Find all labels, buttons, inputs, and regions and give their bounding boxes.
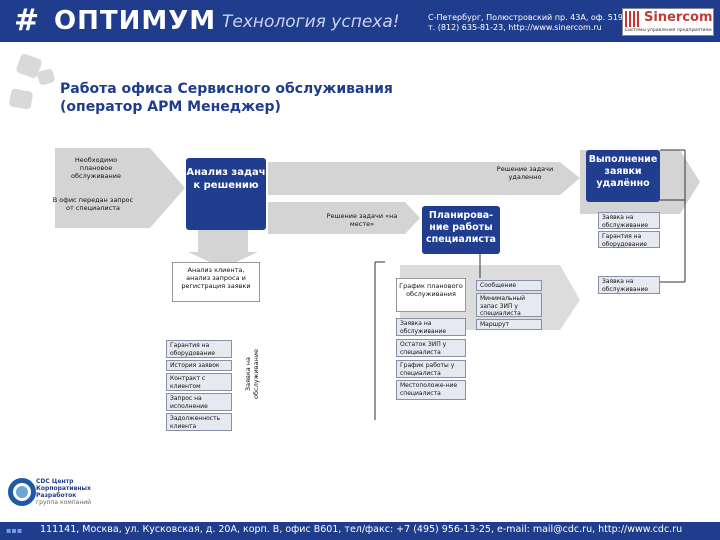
- brand-name: ОПТИМУМ: [54, 6, 217, 36]
- client-analysis-label: Анализ клиента, анализ запроса и регистр…: [181, 266, 251, 290]
- slogan: Технология успеха!: [222, 12, 400, 32]
- vertical-label-box: Заявка на обслуживание: [236, 330, 268, 410]
- down-arrow-shape: [188, 228, 258, 268]
- far-right-request-cell: Заявка на обслуживание: [598, 276, 660, 294]
- input-office-request-label: В офис передан запрос от специалиста: [52, 196, 134, 212]
- page-title: Работа офиса Сервисного обслуживания (оп…: [60, 80, 393, 116]
- partner-mark-icon: [625, 11, 641, 27]
- planning-block: Планирова-ние работы специалиста: [422, 206, 500, 254]
- planning-input-cell: График работы у специалиста: [396, 360, 466, 378]
- onsite-arrow-shape: [268, 202, 420, 234]
- remote-label: Решение задачи удаленно: [496, 165, 554, 181]
- planning-input-cell: Заявка на обслуживание: [396, 318, 466, 336]
- planning-output-cell: Сообщение: [476, 280, 542, 291]
- optimum-logo-icon: #: [14, 3, 40, 38]
- left-stack-cell: История заявок: [166, 360, 232, 371]
- result-cell-warranty: Гарантия на оборудование: [598, 231, 660, 248]
- planning-output-cell: Маршрут: [476, 319, 542, 330]
- header-bar: [0, 0, 720, 42]
- client-analysis-box: Анализ клиента, анализ запроса и регистр…: [172, 262, 260, 302]
- left-stack-cell: Запрос на исполнение: [166, 393, 232, 411]
- footer-bar: [0, 522, 720, 540]
- planning-input-cell: Остаток ЗИП у специалиста: [396, 339, 466, 357]
- planning-input-cell: Местоположе-ние специалиста: [396, 380, 466, 400]
- left-stack-cell: Задолженность клиента: [166, 413, 232, 431]
- result-cell-request: Заявка на обслуживание: [598, 212, 660, 229]
- cdc-logo-icon: [8, 478, 36, 506]
- cdc-name-text: CDC Центр Корпоративных Разработок: [36, 478, 91, 499]
- vertical-request-label: Заявка на обслуживание: [244, 349, 260, 399]
- schedule-box: График планового обслуживания: [396, 278, 466, 312]
- input-planned-label: Необходимо плановое обслуживание: [71, 156, 121, 180]
- onsite-label: Решение задачи «на месте»: [326, 212, 398, 228]
- cdc-tagline: группа компаний: [36, 499, 92, 506]
- address-line-2: т. (812) 635-81-23, http://www.sinercom.…: [428, 23, 602, 32]
- title-line-1: Работа офиса Сервисного обслуживания: [60, 81, 393, 97]
- partner-logo: Sinercom Системы управления предприятием: [622, 8, 714, 36]
- remote-arrow-shape: [268, 162, 580, 195]
- result-block: Выполнение заявки удалённо: [586, 150, 660, 202]
- footer-dots-icon: ▪▪▪: [6, 526, 23, 535]
- left-stack-cell: Гарантия на оборудование: [166, 340, 232, 358]
- analysis-block: Анализ задач к решению: [186, 158, 266, 230]
- address-line-1: С-Петербург, Полюстровский пр. 43А, оф. …: [428, 13, 624, 22]
- planning-output-cell: Минимальный запас ЗИП у специалиста: [476, 293, 542, 317]
- title-line-2: (оператор АРМ Менеджер): [60, 99, 281, 115]
- partner-tagline: Системы управления предприятием: [625, 28, 712, 33]
- input-arrow-shape: [55, 148, 185, 228]
- schedule-label: График планового обслуживания: [399, 282, 463, 298]
- left-stack-cell: Контракт с клиентом: [166, 373, 232, 391]
- cdc-logo-center-icon: [16, 486, 28, 498]
- footer-contact: 111141, Москва, ул. Кусковская, д. 20А, …: [40, 524, 683, 535]
- cdc-name: CDC Центр Корпоративных Разработок групп…: [36, 478, 96, 506]
- partner-name: Sinercom: [644, 10, 713, 25]
